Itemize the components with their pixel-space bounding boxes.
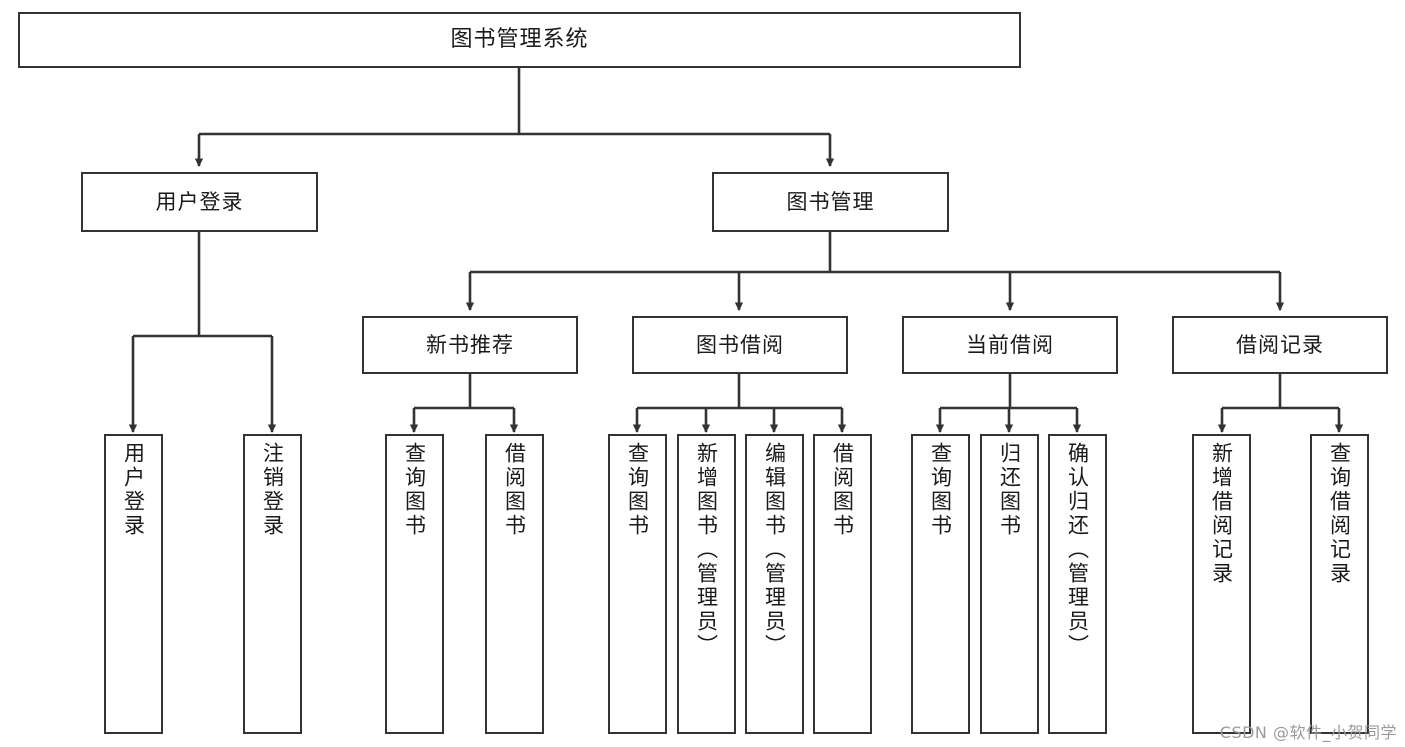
node-leaf-edit-book-label: 编辑图书（管理员）	[762, 442, 787, 658]
node-leaf-query-record-label: 查询借阅记录	[1327, 442, 1352, 586]
node-new-book-recommend-label: 新书推荐	[426, 332, 514, 357]
node-leaf-user-logout[interactable]: 注销登录	[243, 434, 302, 734]
node-new-book-recommend[interactable]: 新书推荐	[362, 316, 578, 374]
node-leaf-query-book-3-label: 查询图书	[928, 442, 953, 538]
node-root-system[interactable]: 图书管理系统	[18, 12, 1021, 68]
node-borrow-record[interactable]: 借阅记录	[1172, 316, 1388, 374]
node-leaf-query-book-1-label: 查询图书	[402, 442, 427, 538]
csdn-watermark: CSDN @软件_小贺同学	[1219, 723, 1397, 742]
node-leaf-borrow-book-1-label: 借阅图书	[502, 442, 527, 538]
node-current-borrow[interactable]: 当前借阅	[902, 316, 1118, 374]
node-leaf-borrow-book-2[interactable]: 借阅图书	[813, 434, 872, 734]
node-leaf-query-book-1[interactable]: 查询图书	[385, 434, 444, 734]
node-leaf-return-book[interactable]: 归还图书	[980, 434, 1039, 734]
node-user-login[interactable]: 用户登录	[81, 172, 318, 232]
node-leaf-query-record[interactable]: 查询借阅记录	[1310, 434, 1369, 734]
node-leaf-confirm-return-label: 确认归还（管理员）	[1065, 442, 1090, 658]
node-leaf-user-login[interactable]: 用户登录	[104, 434, 163, 734]
node-leaf-add-record-label: 新增借阅记录	[1209, 442, 1234, 586]
node-book-borrow[interactable]: 图书借阅	[632, 316, 848, 374]
node-leaf-query-book-2[interactable]: 查询图书	[608, 434, 667, 734]
node-book-management[interactable]: 图书管理	[712, 172, 949, 232]
node-leaf-add-record[interactable]: 新增借阅记录	[1192, 434, 1251, 734]
node-leaf-query-book-3[interactable]: 查询图书	[911, 434, 970, 734]
node-leaf-user-logout-label: 注销登录	[260, 442, 285, 538]
node-user-login-label: 用户登录	[155, 189, 244, 214]
node-borrow-record-label: 借阅记录	[1236, 332, 1324, 357]
node-book-borrow-label: 图书借阅	[696, 332, 784, 357]
node-book-management-label: 图书管理	[786, 189, 875, 214]
node-root-label: 图书管理系统	[450, 27, 589, 53]
node-leaf-borrow-book-2-label: 借阅图书	[830, 442, 855, 538]
node-current-borrow-label: 当前借阅	[966, 332, 1054, 357]
node-leaf-query-book-2-label: 查询图书	[625, 442, 650, 538]
node-leaf-edit-book[interactable]: 编辑图书（管理员）	[745, 434, 804, 734]
node-leaf-return-book-label: 归还图书	[997, 442, 1022, 538]
node-leaf-add-book-label: 新增图书（管理员）	[694, 442, 719, 658]
node-leaf-add-book[interactable]: 新增图书（管理员）	[677, 434, 736, 734]
node-leaf-user-login-label: 用户登录	[121, 442, 146, 538]
node-leaf-confirm-return[interactable]: 确认归还（管理员）	[1048, 434, 1107, 734]
node-leaf-borrow-book-1[interactable]: 借阅图书	[485, 434, 544, 734]
